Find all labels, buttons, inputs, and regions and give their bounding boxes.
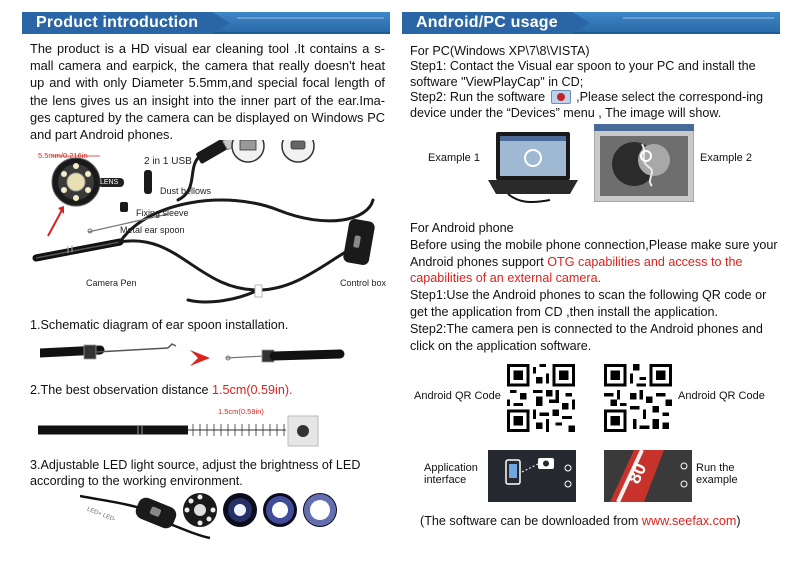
download-prefix: (The software can be downloaded from <box>420 514 642 528</box>
settings-icon <box>564 464 572 472</box>
android-qr-code-left[interactable] <box>507 364 575 432</box>
qr-right-label: Android QR Code <box>678 390 765 402</box>
dust-bellows-icon <box>144 170 152 194</box>
example-2-label: Example 2 <box>700 152 752 164</box>
fixing-sleeve-icon <box>120 202 128 212</box>
led-level-3-icon <box>263 493 297 527</box>
download-link[interactable]: www.seefax.com <box>641 514 737 528</box>
android-step1: Step1:Use the Android phones to scan the… <box>410 288 767 319</box>
fixing-sleeve-label: Fixing sleeve <box>136 208 189 218</box>
capture-icon <box>564 480 572 488</box>
product-introduction-header: Product introduction <box>22 12 390 34</box>
lens-closeup-icon <box>51 157 101 207</box>
led-level-2-icon <box>223 493 257 527</box>
header-title: Product introduction <box>22 12 231 34</box>
pc-usage-block: For PC(Windows XP\7\8\VISTA) Step1: Cont… <box>410 44 780 121</box>
run-example-label: Run the example <box>696 462 738 486</box>
ear-spoon-installation-diagram <box>40 343 345 366</box>
lens-label-pill <box>98 178 124 187</box>
header-stripe <box>236 17 384 19</box>
micro-usb-closeup-icon <box>281 140 315 163</box>
pc-step2-prefix: Step2: Run the software <box>410 90 546 105</box>
download-info: (The software can be downloaded from www… <box>420 514 741 530</box>
dust-bellows-label: Dust bellows <box>160 186 212 196</box>
control-box-icon <box>343 219 375 265</box>
led-level-1-icon <box>183 493 217 527</box>
download-suffix: ) <box>736 514 741 528</box>
capture-icon <box>680 480 688 488</box>
pc-step2: Step2: Run the software ,Please select t… <box>410 90 780 121</box>
pc-step2-suffix: ,Please select the correspond-ing device… <box>410 90 764 120</box>
android-pc-usage-header: Android/PC usage <box>402 12 780 34</box>
cable-lower <box>118 239 360 292</box>
qr-left-label: Android QR Code <box>414 390 501 402</box>
lens-label: LENS <box>100 179 119 186</box>
section-1-text: 1.Schematic diagram of ear spoon install… <box>30 318 289 332</box>
lens-size-label: 5.5mm/0.216in <box>38 151 88 160</box>
led-level-4-icon <box>303 493 337 527</box>
distance-highlight: 1.5cm(0.59in). <box>212 383 293 397</box>
cable-loop <box>118 198 375 244</box>
led-brightness-diagram <box>80 493 337 540</box>
android-otg-requirement: OTG capabilities and access to the capab… <box>410 254 743 286</box>
metal-ear-spoon-icon <box>87 213 169 233</box>
application-interface-screenshot <box>488 450 576 502</box>
red-arrow-icon <box>190 350 210 366</box>
settings-icon <box>680 462 688 470</box>
android-usage-block: For Android phone Before using the mobil… <box>410 220 780 354</box>
android-step2: Step2:The camera pen is connected to the… <box>410 321 763 353</box>
viewplaycap-icon <box>550 90 571 105</box>
android-intro-text: Before using the mobile phone connection… <box>410 237 778 269</box>
product-diagram <box>32 140 375 304</box>
intro-paragraph: The product is a HD visual ear cleaning … <box>30 41 385 143</box>
red-arrow-icon <box>47 209 63 237</box>
cable-clip <box>254 284 263 298</box>
usb-end-closeup-icon <box>231 140 265 163</box>
section-2-text: 2.The best observation distance 1.5cm(0.… <box>30 383 293 399</box>
android-heading: For Android phone <box>410 221 514 235</box>
usb-label: 2 in 1 USB <box>144 156 192 167</box>
header-title: Android/PC usage <box>402 12 590 34</box>
laptop-example-image <box>488 132 578 203</box>
android-intro: Before using the mobile phone connection… <box>410 237 780 287</box>
cable-tail <box>186 288 260 304</box>
metal-ear-spoon-label: Metal ear spoon <box>120 225 185 235</box>
example-1-label: Example 1 <box>428 152 480 164</box>
camera-pen-label: Camera Pen <box>86 278 137 288</box>
android-qr-code-right[interactable] <box>604 364 672 432</box>
pc-os-line: For PC(Windows XP\7\8\VISTA) <box>410 44 590 58</box>
run-example-screenshot: 80 <box>604 450 692 502</box>
section-3-text: 3.Adjustable LED light source, adjust th… <box>30 458 361 488</box>
section-2-label: 2.The best observation distance <box>30 383 213 397</box>
ruler-label: 1.5cm(0.59in) <box>218 407 264 416</box>
control-box-label: Control box <box>340 278 387 288</box>
header-stripe <box>622 17 774 19</box>
camera-pen-icon <box>32 238 124 262</box>
phone-icon <box>505 459 521 485</box>
pc-step1: Step1: Contact the Visual ear spoon to y… <box>410 59 756 89</box>
ear-camera-example-image <box>594 124 694 202</box>
observation-distance-diagram <box>38 415 319 447</box>
application-interface-label: Application interface <box>424 462 478 486</box>
